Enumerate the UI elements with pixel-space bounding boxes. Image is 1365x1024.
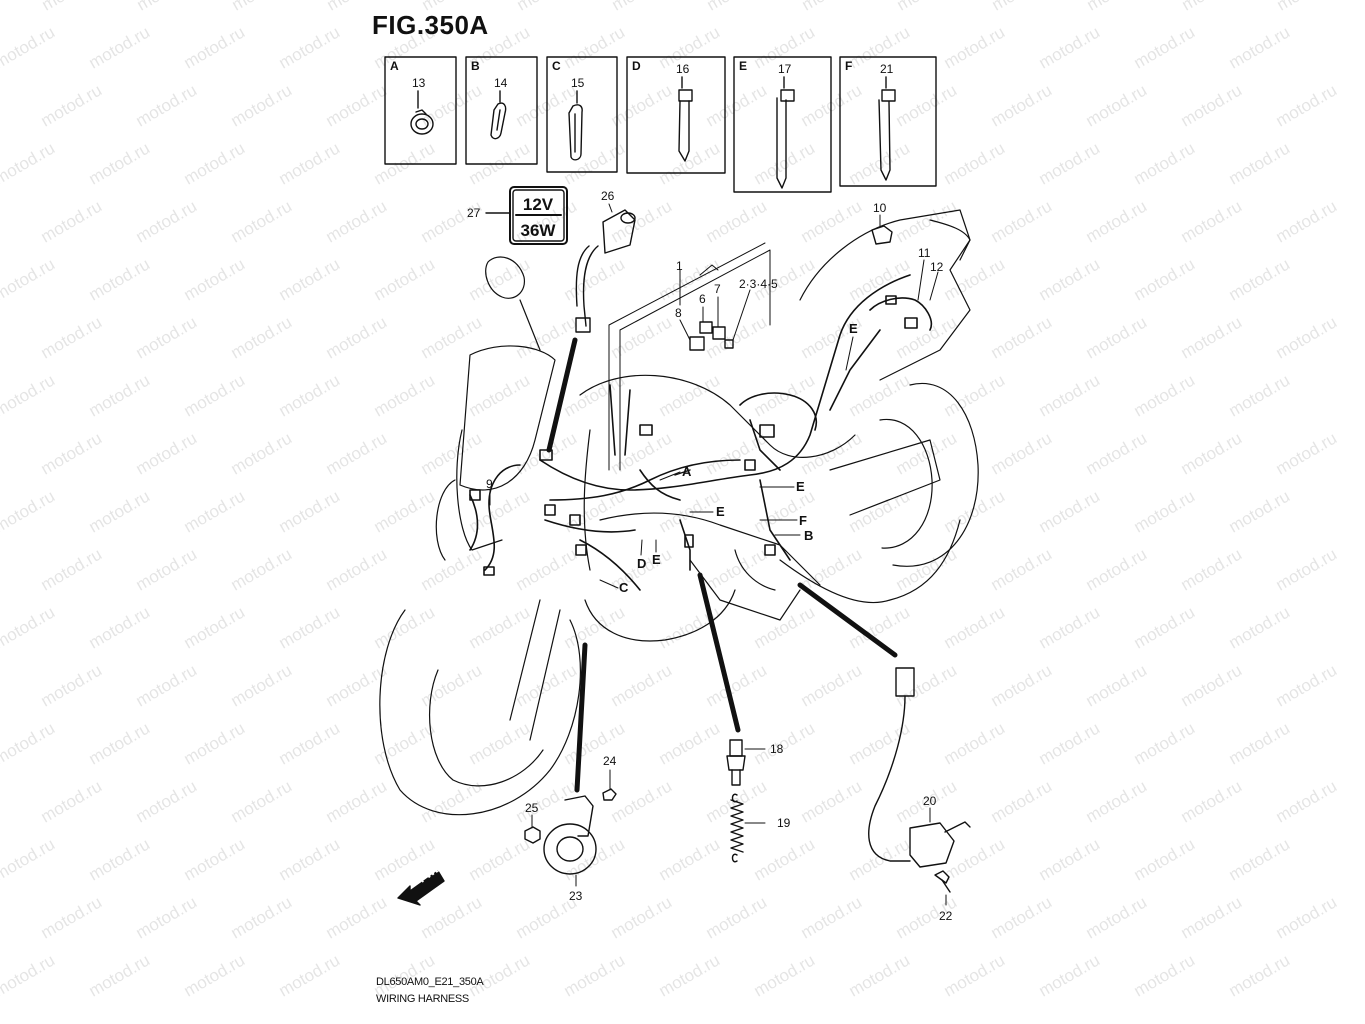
tie-17-icon (776, 89, 795, 189)
clamp-mark-e3: E (796, 479, 805, 494)
callout-9: 9 (486, 477, 493, 491)
callout-22: 22 (939, 909, 953, 923)
callout-26: 26 (601, 189, 615, 203)
clamp-mark-e1: E (652, 552, 661, 567)
clamp-mark-a: A (682, 464, 692, 479)
inset-d: D 16 (626, 56, 726, 174)
inset-c-letter: C (552, 59, 561, 73)
callout-27: 27 (467, 206, 481, 220)
figure-name: WIRING HARNESS (376, 993, 469, 1005)
callout-25: 25 (525, 801, 539, 815)
callout-24: 24 (603, 754, 617, 768)
callout-8: 8 (675, 306, 682, 320)
inset-d-letter: D (632, 59, 641, 73)
callout-1: 1 (676, 259, 683, 273)
inset-a-letter: A (390, 59, 399, 73)
bulb-voltage: 12V (523, 195, 554, 214)
figure-title: FIG.350A (372, 10, 489, 40)
leader-arrows (546, 242, 898, 793)
clamp-mark-d: D (637, 556, 646, 571)
horn-23-icon (543, 795, 597, 875)
callout-6: 6 (699, 292, 706, 306)
spring-19-icon (730, 793, 744, 863)
inset-c-part: 15 (571, 76, 585, 90)
tie-16-icon (678, 89, 693, 162)
inset-b-part: 14 (494, 76, 508, 90)
brake-switch-18-icon (726, 739, 746, 786)
clamp-mark-f: F (799, 513, 807, 528)
figure-code: DL650AM0_E21_350A (376, 976, 484, 988)
bulb-wattage: 36W (521, 221, 557, 240)
inset-d-part: 16 (676, 62, 690, 76)
tie-21-icon (878, 89, 896, 181)
clamp-mark-c: C (619, 580, 629, 595)
inset-b: B 14 (465, 56, 538, 165)
inset-a: A 13 (384, 56, 457, 165)
clamp-mark-b: B (804, 528, 813, 543)
inset-f-letter: F (845, 59, 852, 73)
forward-direction-icon: FWD (397, 861, 445, 906)
nut-25-icon (524, 826, 541, 844)
clamp-15-icon (568, 104, 583, 161)
bulb-rating-label: 12V 36W 27 (467, 186, 568, 245)
clamp-14-icon (490, 102, 507, 140)
bolt-22-icon (934, 870, 951, 893)
callout-10: 10 (873, 201, 887, 215)
grommet-10-icon (871, 225, 893, 245)
callout-11: 11 (918, 246, 931, 260)
inset-e-letter: E (739, 59, 747, 73)
sensor-20-icon (868, 667, 971, 868)
callout-20: 20 (923, 794, 937, 808)
callout-7: 7 (714, 282, 721, 296)
inset-f: F 21 (839, 56, 937, 187)
inset-e: E 17 (733, 56, 832, 193)
bolt-24-icon (602, 788, 617, 801)
accessory-socket-26-icon (575, 209, 636, 333)
motorcycle-outline (379, 209, 979, 816)
callout-12: 12 (930, 260, 944, 274)
inset-b-letter: B (471, 59, 480, 73)
wiring-harness (469, 274, 933, 591)
inset-a-part: 13 (412, 76, 426, 90)
inset-e-part: 17 (778, 62, 792, 76)
clamp-mark-e2: E (716, 504, 725, 519)
inset-f-part: 21 (880, 62, 894, 76)
inset-c: C 15 (546, 56, 618, 173)
callout-23: 23 (569, 889, 583, 903)
clamp-mark-e4: E (849, 321, 858, 336)
relays-icon (689, 321, 734, 351)
clamp-13-icon (410, 109, 434, 135)
callout-18: 18 (770, 742, 784, 756)
callout-2345: 2·3·4·5 (739, 277, 778, 291)
callout-19: 19 (777, 816, 791, 830)
